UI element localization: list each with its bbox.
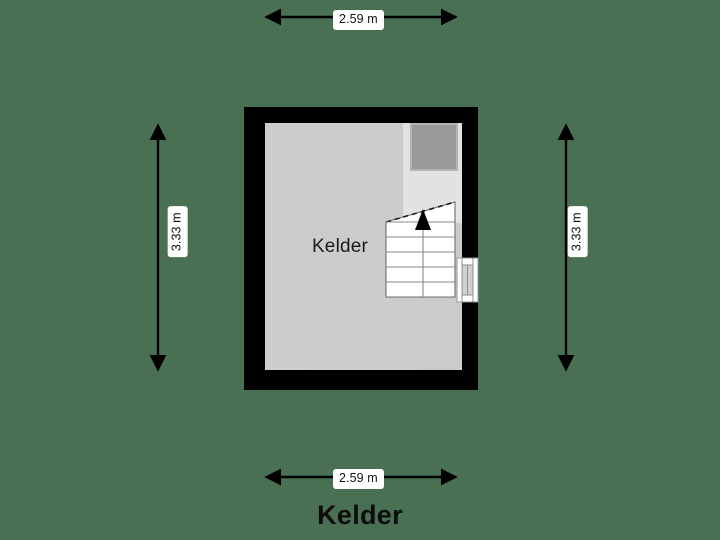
dimension-label-bottom: 2.59 m	[333, 469, 384, 489]
page-title: Kelder	[317, 500, 403, 530]
ceiling-hatch	[410, 123, 458, 171]
stair-direction-up-arrow	[415, 209, 431, 230]
window-opening	[456, 257, 479, 303]
dimension-label-top: 2.59 m	[333, 10, 384, 30]
room-label-kelder: Kelder	[311, 236, 369, 257]
staircase	[385, 201, 456, 298]
